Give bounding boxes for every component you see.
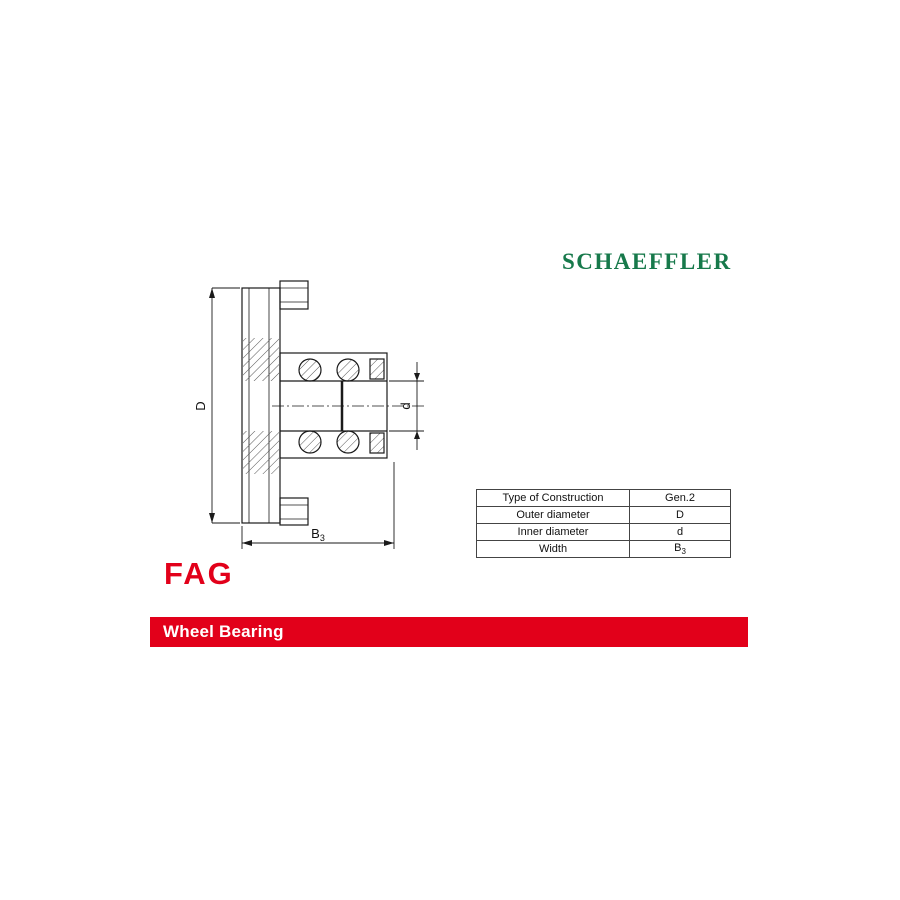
dimension-lines [209,287,424,549]
schaeffler-logo: SCHAEFFLER [562,249,732,274]
spec-label: Inner diameter [476,523,630,541]
spec-label: Outer diameter [476,506,630,524]
spec-value: D [629,506,731,524]
fag-logo: FAG [164,556,234,591]
dim-label-inner-diameter: d [398,402,413,409]
product-banner: Wheel Bearing [150,617,748,647]
hub-outline [241,280,424,526]
table-row: Inner diameter d [476,523,731,541]
dimension-labels: D d B3 [193,401,413,543]
table-row: Width B3 [476,539,731,559]
dim-label-width: B3 [311,526,325,543]
spec-value: B3 [629,539,731,559]
table-row: Outer diameter D [476,506,731,524]
spec-label: Type of Construction [476,489,630,507]
banner-title: Wheel Bearing [163,622,284,641]
spec-value: d [629,523,731,541]
technical-drawing: D d B3 [172,276,442,576]
spec-table: Type of Construction Gen.2 Outer diamete… [476,489,731,559]
dim-label-outer-diameter: D [193,401,208,410]
table-row: Type of Construction Gen.2 [476,489,731,507]
spec-value: Gen.2 [629,489,731,507]
hub-bearing-cross-section: D d B3 [193,280,424,549]
spec-label: Width [476,539,630,559]
